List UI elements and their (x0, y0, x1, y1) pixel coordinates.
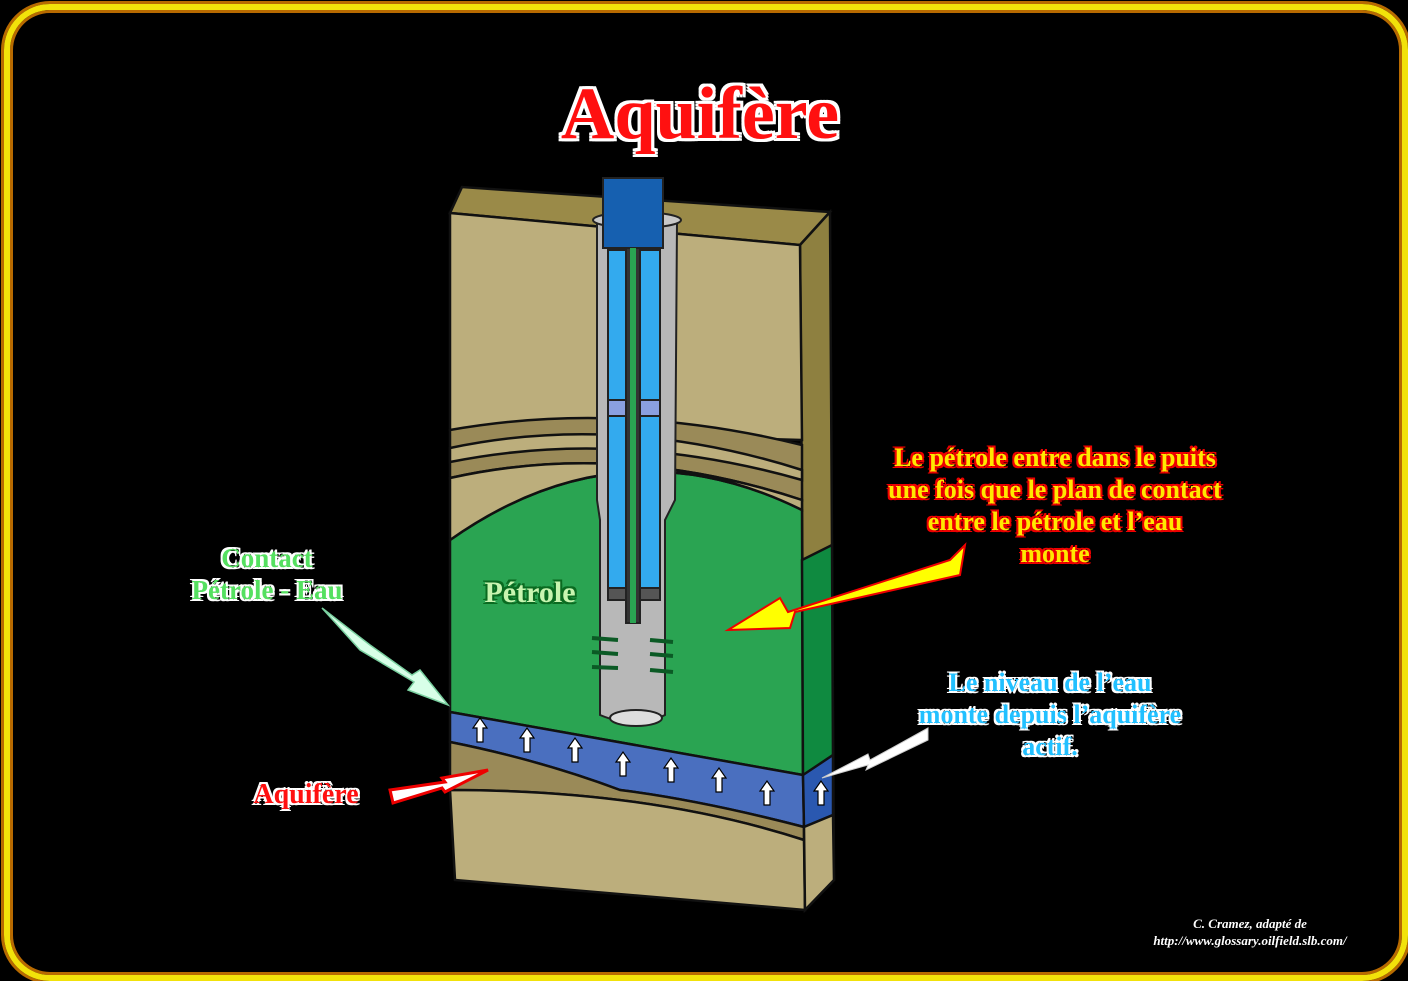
yellow-arrow (724, 542, 967, 632)
perforations (591, 636, 674, 674)
petrole-label: Pétrole (484, 576, 576, 609)
aquifere-label: Aquifère (253, 779, 359, 810)
label-line: Le niveau de l’eau (948, 668, 1152, 697)
well (592, 177, 682, 727)
water-rise-arrows (471, 716, 830, 806)
label-line: Contact (221, 543, 313, 573)
oil-zone-side (800, 542, 835, 778)
red-arrow (388, 768, 489, 805)
label-line: une fois que le plan de contact (888, 475, 1222, 504)
label-line: actif. (1022, 732, 1078, 761)
label-line: entre le pétrole et l’eau (927, 507, 1183, 536)
label-line: monte (1020, 539, 1090, 568)
credit-url: http://www.glossary.oilfield.slb.com/ (1153, 933, 1347, 948)
slide-frame (4, 4, 1408, 981)
label-line: Le pétrole entre dans le puits (894, 443, 1216, 472)
green-arrow (321, 607, 451, 707)
credit: C. Cramez, adapté de http://www.glossary… (1130, 915, 1370, 949)
contact-label: Contact Pétrole - Eau (147, 542, 387, 606)
credit-author: C. Cramez, adapté de (1193, 916, 1307, 931)
sand-band (448, 432, 804, 482)
water-level-label: Le niveau de l’eau monte depuis l’aquifè… (880, 667, 1220, 763)
oil-enters-label: Le pétrole entre dans le puits une fois … (855, 442, 1255, 570)
label-line: Pétrole - Eau (191, 575, 343, 605)
white-arrow (821, 727, 929, 779)
tubing-top (602, 177, 664, 249)
page-title: Aquifère (560, 73, 840, 155)
label-line: monte depuis l’aquifère (918, 700, 1182, 729)
